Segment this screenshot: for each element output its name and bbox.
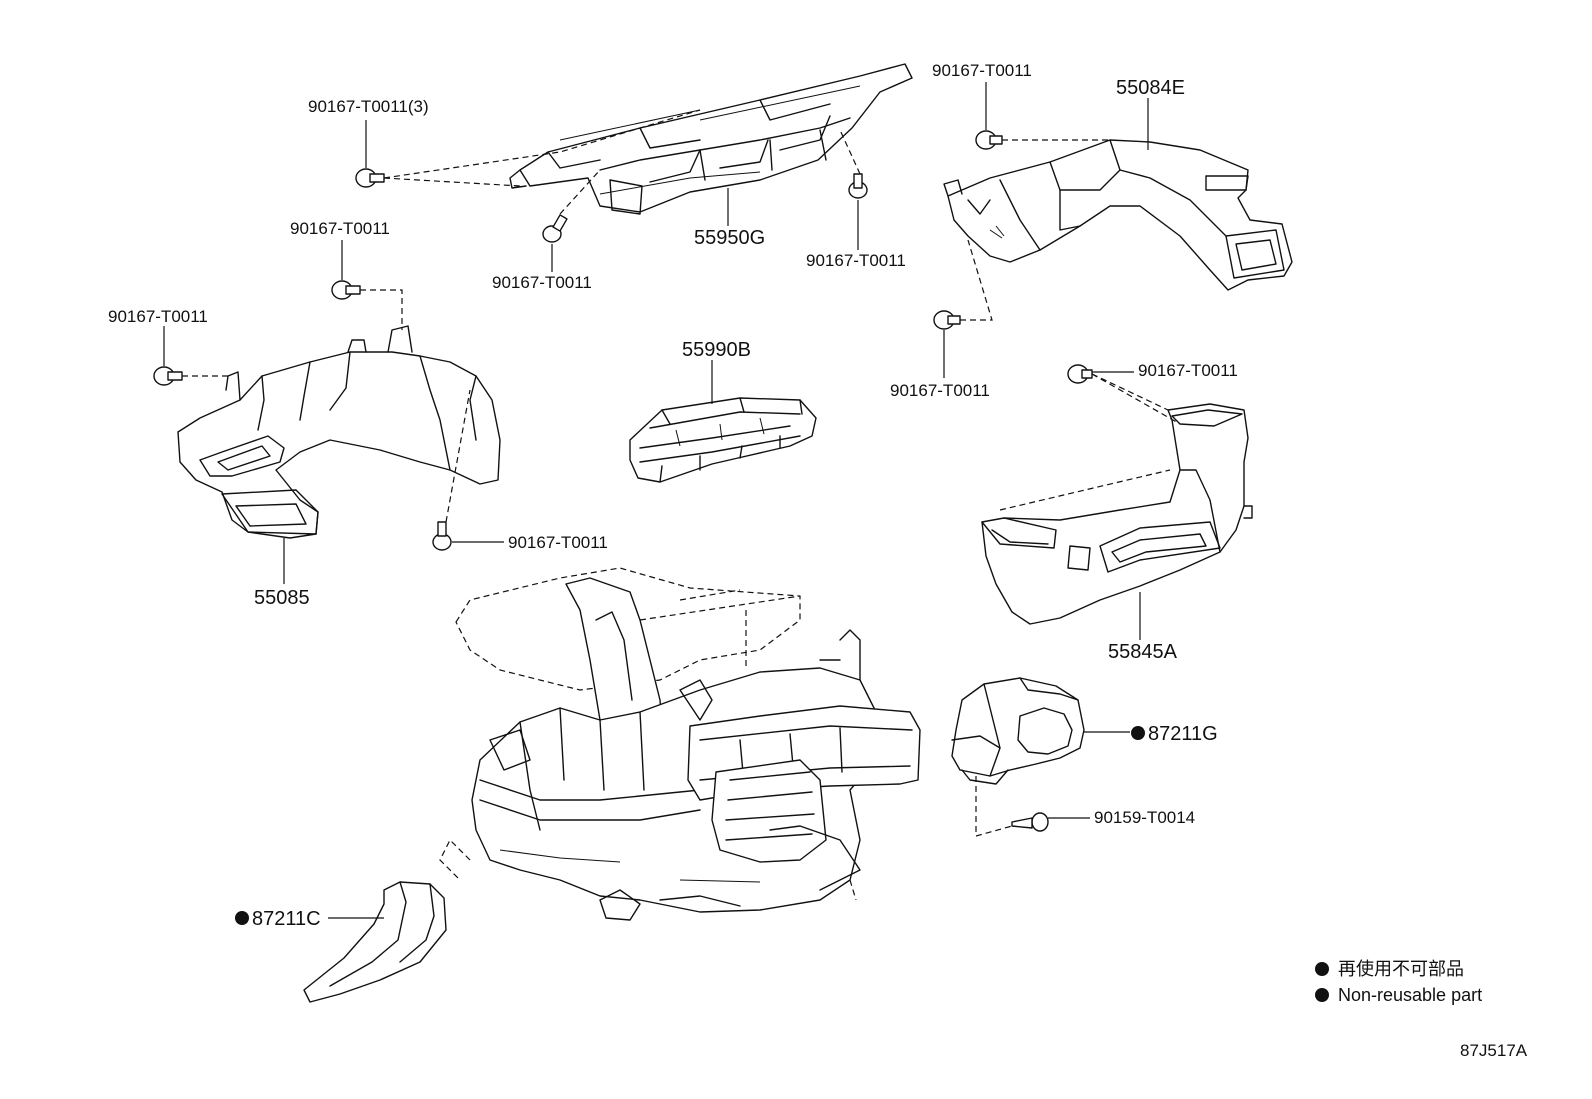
label-55950g: 55950G [694, 227, 765, 249]
assembly-dash-lines [182, 109, 1181, 837]
label-55990b: 55990B [682, 339, 751, 361]
legend: 再使用不可部品 Non-reusable part [1315, 959, 1482, 1005]
heater-unit-drawing [439, 567, 921, 921]
label-clip-55950g-right: 90167-T0011 [806, 251, 906, 270]
leader-lines [163, 82, 1149, 919]
duct-87211g-drawing [951, 677, 1085, 785]
label-55845a: 55845A [1108, 641, 1178, 663]
non-reusable-dot-icon [235, 911, 249, 925]
clip-icon [542, 214, 568, 243]
clip-icon [975, 130, 1003, 150]
label-clip-55845a-upper: 90167-T0011 [1138, 361, 1238, 380]
non-reusable-dot-icon [1315, 962, 1329, 976]
clip-icon [848, 173, 868, 199]
legend-english: Non-reusable part [1338, 985, 1482, 1005]
label-clip-top-left: 90167-T0011(3) [308, 97, 429, 116]
figure-code: 87J517A [1460, 1041, 1528, 1060]
label-screw-87211g: 90159-T0014 [1094, 808, 1195, 827]
label-87211c: 87211C [252, 908, 321, 930]
duct-55085-drawing [177, 325, 501, 539]
non-reusable-dot-icon [1315, 988, 1329, 1002]
label-clip-55084e-lower: 90167-T0011 [890, 381, 990, 400]
duct-55950g-drawing [509, 63, 913, 215]
non-reusable-dot-icon [1131, 726, 1145, 740]
fastener-clips [153, 130, 1093, 832]
duct-55084e-drawing [943, 139, 1293, 291]
label-clip-55950g-left: 90167-T0011 [492, 273, 592, 292]
legend-japanese: 再使用不可部品 [1338, 959, 1464, 979]
label-clip-55085-left: 90167-T0011 [108, 307, 208, 326]
duct-55845a-drawing [981, 403, 1253, 625]
duct-55990b-drawing [629, 397, 817, 483]
clip-icon [331, 280, 361, 300]
label-87211g: 87211G [1148, 723, 1218, 745]
clip-icon [153, 366, 183, 386]
screw-icon [1011, 812, 1049, 832]
label-clip-top-right: 90167-T0011 [932, 61, 1032, 80]
clip-icon [933, 310, 961, 330]
clip-icon [432, 521, 452, 551]
label-55085: 55085 [254, 587, 310, 609]
clip-icon [355, 168, 385, 188]
clip-icon [1067, 364, 1093, 384]
label-clip-55085-upper: 90167-T0011 [290, 219, 390, 238]
duct-87211c-drawing [303, 881, 447, 1003]
label-clip-55085-lower: 90167-T0011 [508, 533, 608, 552]
label-55084e: 55084E [1116, 77, 1185, 99]
